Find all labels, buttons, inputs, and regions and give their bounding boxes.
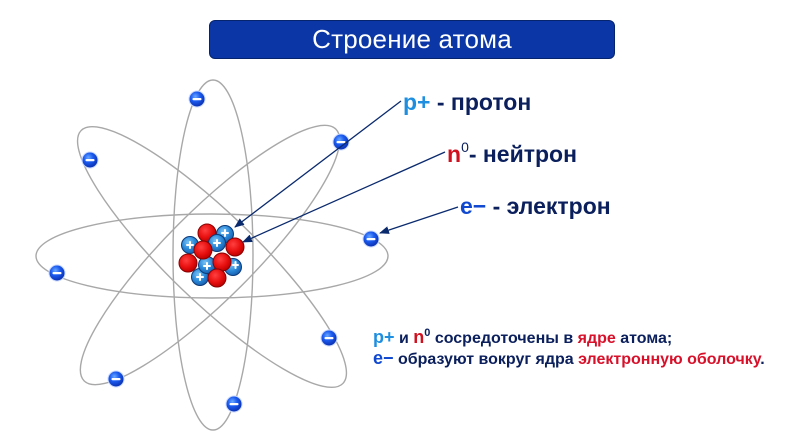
electron	[320, 329, 338, 347]
electron	[362, 230, 380, 248]
electrons	[48, 90, 380, 413]
electron	[107, 370, 125, 388]
note-and: и	[394, 330, 414, 347]
neutron	[193, 240, 213, 260]
orbit-diagonal-1	[76, 125, 348, 389]
pointer-arrows	[234, 100, 459, 243]
page-title: Строение атома	[209, 20, 615, 59]
orbit-vertical	[172, 79, 254, 431]
note-highlight-shell: электронную оболочку	[578, 351, 761, 368]
neutron	[207, 268, 227, 288]
legend-neutron: n0- нейтрон	[447, 139, 577, 170]
note-text-4: .	[760, 351, 765, 368]
electron-label: - электрон	[486, 193, 611, 219]
note-proton-symbol: p+	[373, 327, 395, 347]
note-text-1: сосредоточены в	[430, 330, 578, 347]
note-line-2: e− образуют вокруг ядра электронную обол…	[373, 348, 765, 370]
legend-electron: e− - электрон	[460, 193, 611, 219]
note-electron-symbol: e−	[373, 348, 394, 368]
neutron-superscript: 0	[461, 139, 469, 155]
orbits	[35, 79, 389, 431]
plus-icon	[186, 229, 239, 281]
orbit-diagonal-2	[79, 124, 341, 386]
arrow-neutron	[242, 151, 446, 243]
proton-symbol: p+	[403, 89, 431, 115]
neutron	[178, 253, 198, 273]
proton-label: - протон	[430, 89, 532, 115]
note-line-1: p+ и n0 сосредоточены в ядре атома;	[373, 327, 672, 350]
nucleus	[178, 223, 245, 288]
electron	[332, 133, 350, 151]
neutron	[225, 237, 245, 257]
note-neutron-symbol: n	[413, 327, 425, 347]
legend-proton: p+ - протон	[403, 89, 531, 115]
arrow-electron	[379, 206, 459, 234]
note-text-3: образуют вокруг ядра	[393, 351, 579, 368]
electron	[225, 395, 243, 413]
note-neutron-superscript: 0	[424, 327, 431, 339]
electron-symbol: e−	[460, 193, 487, 219]
neutron	[212, 252, 232, 272]
note-highlight-nucleus: ядре	[577, 330, 616, 347]
arrow-proton	[234, 100, 402, 228]
electron	[48, 264, 66, 282]
note-text-2: атома;	[615, 330, 673, 347]
electron	[188, 90, 206, 108]
neutron-symbol: n	[447, 141, 462, 167]
electron	[81, 151, 99, 169]
neutron-label: - нейтрон	[468, 141, 577, 167]
orbit-horizontal	[35, 213, 389, 299]
